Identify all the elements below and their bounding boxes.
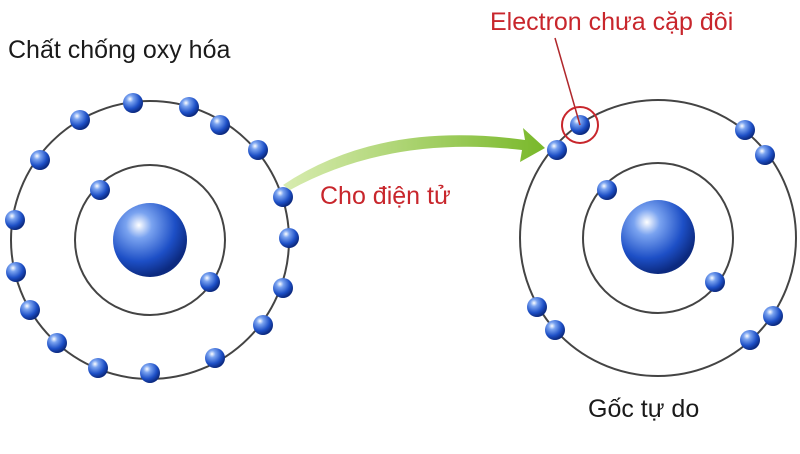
electron — [70, 110, 90, 130]
unpaired-electron-label: Electron chưa cặp đôi — [490, 8, 734, 36]
electron — [20, 300, 40, 320]
electron — [90, 180, 110, 200]
electron — [705, 272, 725, 292]
electron — [200, 272, 220, 292]
inner-orbit — [582, 162, 734, 314]
electron — [5, 210, 25, 230]
electron — [47, 333, 67, 353]
electron — [597, 180, 617, 200]
electron — [248, 140, 268, 160]
electron — [210, 115, 230, 135]
antioxidant-label: Chất chống oxy hóa — [8, 36, 231, 64]
electron — [273, 278, 293, 298]
electron — [755, 145, 775, 165]
electron — [253, 315, 273, 335]
donate-electron-label: Cho điện tử — [320, 182, 451, 210]
electron — [763, 306, 783, 326]
electron — [547, 140, 567, 160]
electron — [279, 228, 299, 248]
free-radical-label: Gốc tự do — [588, 395, 700, 423]
inner-orbit — [74, 164, 226, 316]
nucleus — [621, 200, 695, 274]
electron — [123, 93, 143, 113]
electron — [545, 320, 565, 340]
pointer-line — [554, 37, 581, 126]
electron — [179, 97, 199, 117]
electron — [273, 187, 293, 207]
nucleus — [113, 203, 187, 277]
electron — [30, 150, 50, 170]
electron — [205, 348, 225, 368]
outer-orbit — [519, 99, 797, 377]
electron — [88, 358, 108, 378]
electron — [6, 262, 26, 282]
free-radical-atom — [519, 99, 797, 377]
electron — [740, 330, 760, 350]
transfer-arrow — [283, 128, 545, 190]
electron — [140, 363, 160, 383]
unpaired-electron-highlight — [561, 106, 599, 144]
electron — [527, 297, 547, 317]
electron — [735, 120, 755, 140]
